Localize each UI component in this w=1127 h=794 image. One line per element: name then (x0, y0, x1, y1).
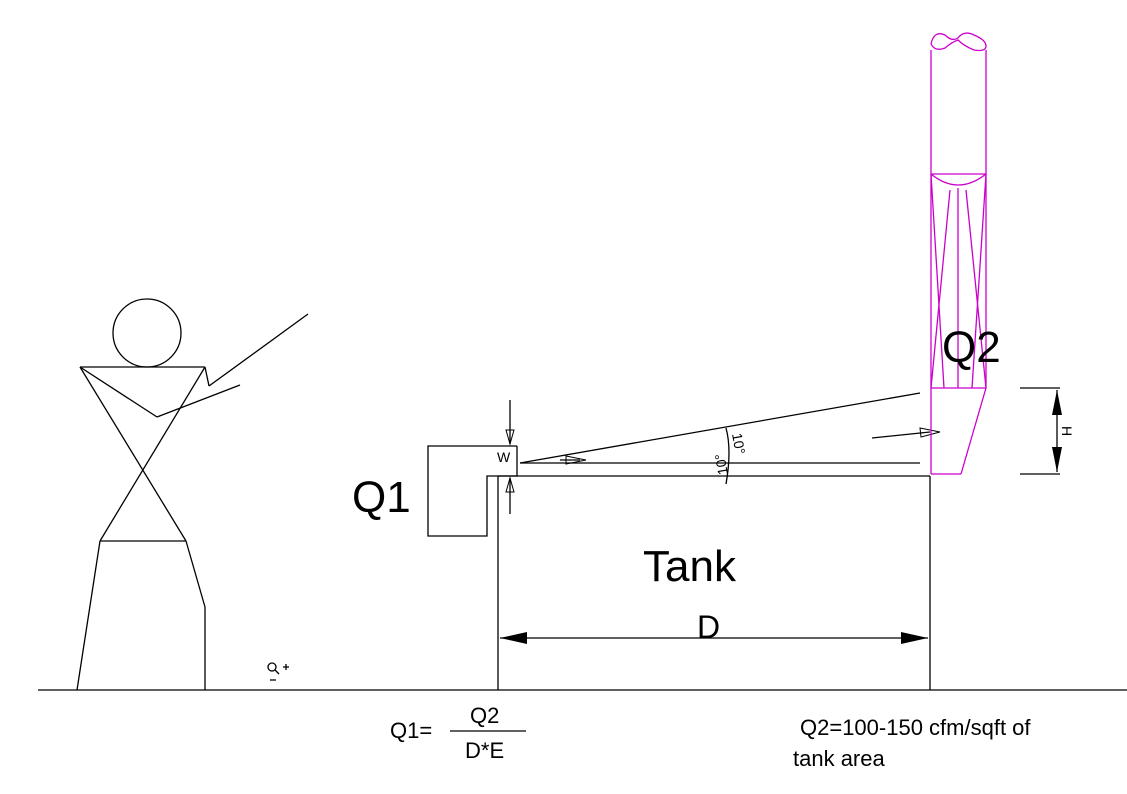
push-jet (519, 392, 941, 465)
w-label: W (497, 449, 511, 465)
formula-denominator: D*E (465, 738, 504, 763)
exhaust-hood (930, 32, 987, 475)
h-dimension (1020, 387, 1062, 475)
note-line-2: tank area (793, 746, 885, 771)
worker-figure (76, 298, 309, 691)
zoom-icon[interactable] (267, 662, 289, 681)
worker-head (112, 298, 182, 368)
formula-numerator: Q2 (470, 703, 499, 728)
push-slot-hood (427, 445, 930, 690)
d-dimension (500, 632, 928, 644)
tank-label: Tank (643, 542, 737, 591)
angle-marker (725, 427, 730, 485)
q2-label: Q2 (942, 323, 1001, 372)
q1-label: Q1 (352, 473, 411, 522)
h-label: H (1059, 426, 1075, 436)
w-dimension (505, 400, 515, 514)
formula-lhs: Q1= (390, 718, 432, 743)
angle-upper-label: 10° (729, 432, 748, 456)
d-label: D (697, 609, 720, 645)
angle-lower-label: 10° (712, 453, 731, 477)
note-line-1: Q2=100-150 cfm/sqft of (800, 715, 1031, 740)
